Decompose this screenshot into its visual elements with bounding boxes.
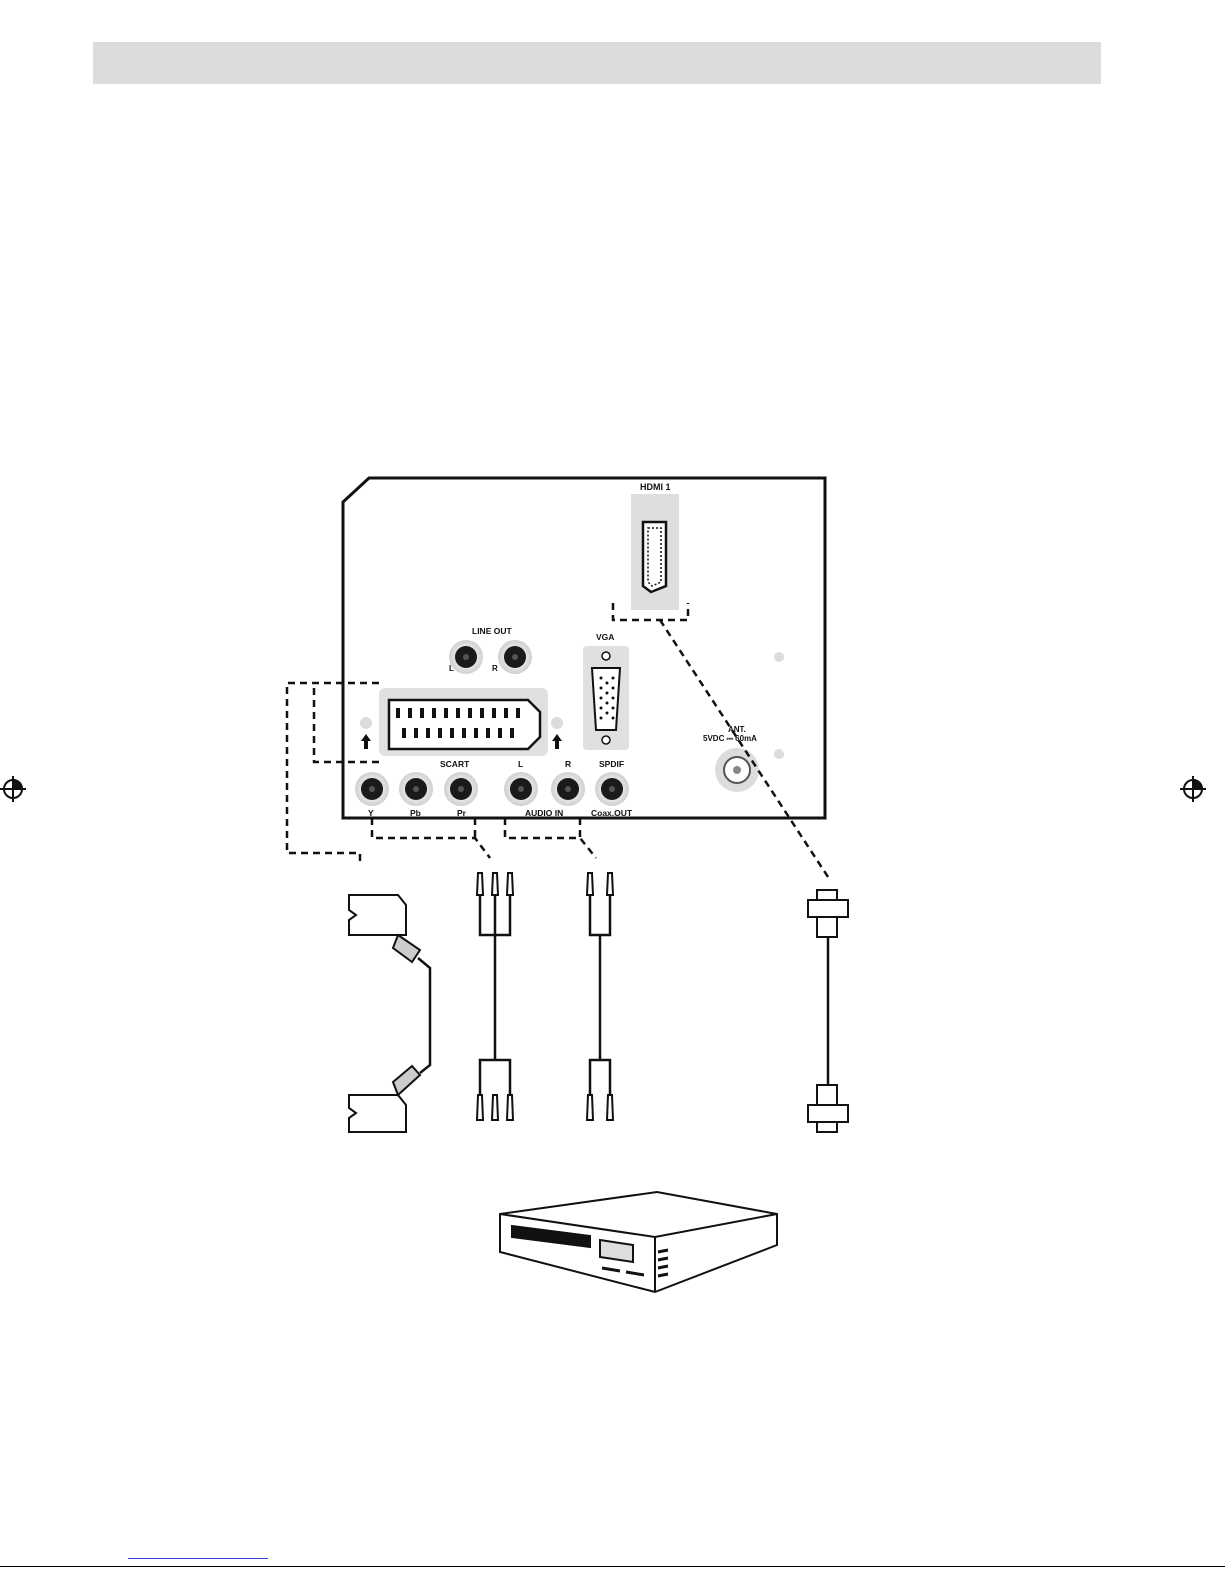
scart-label: SCART — [440, 759, 470, 769]
coax-out-label: Coax.OUT — [591, 808, 633, 818]
line-out-l-label: L — [449, 664, 454, 673]
vga-label: VGA — [596, 632, 614, 642]
ant-spec-label: 5VDC ⎓ 60mA — [703, 734, 757, 743]
scart-port[interactable] — [389, 700, 540, 749]
registration-mark-icon — [1180, 776, 1206, 802]
audio-in-l-label: L — [518, 759, 523, 769]
audio-in-label: AUDIO IN — [525, 808, 563, 818]
line-out-label: LINE OUT — [472, 626, 512, 636]
audio-cable — [590, 895, 610, 1095]
audio-in-r-label: R — [565, 759, 571, 769]
pr-label: Pr — [457, 808, 467, 818]
pb-label: Pb — [410, 808, 421, 818]
dvd-player-icon — [500, 1192, 777, 1292]
registration-mark-icon — [0, 776, 26, 802]
hdmi-port[interactable] — [643, 522, 666, 592]
scart-plug-icon — [349, 895, 420, 1132]
ant-label: ANT. — [728, 725, 746, 734]
antenna-socket[interactable] — [715, 748, 759, 792]
line-out-r-label: R — [492, 664, 498, 673]
scart-cable — [418, 958, 430, 1073]
y-label: Y — [368, 808, 374, 818]
footer-link-underline — [128, 1558, 268, 1559]
footer-line — [0, 1566, 1225, 1567]
component-cable — [480, 895, 510, 1095]
hdmi-label: HDMI 1 — [640, 482, 671, 492]
spdif-label: SPDIF — [599, 759, 624, 769]
